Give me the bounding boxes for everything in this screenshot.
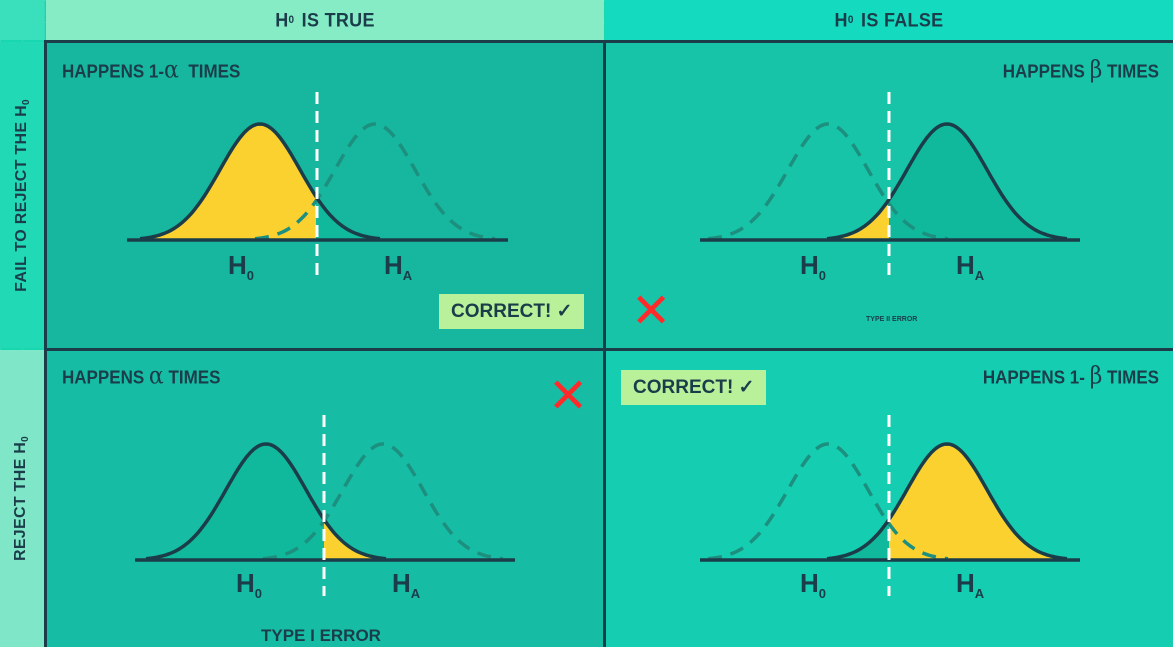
h0-label-bottom-right: H0 xyxy=(800,568,826,601)
happens-suffix: TIMES xyxy=(178,61,241,83)
row-header-fail-to-reject: FAIL TO REJECT THE H0 xyxy=(0,42,44,348)
alpha-symbol: α xyxy=(148,362,164,391)
h-letter: H xyxy=(236,568,255,598)
alpha-symbol: α xyxy=(164,56,179,85)
happens-suffix: TIMES xyxy=(163,367,221,389)
happens-label-bottom-left: HAPPENS α TIMES xyxy=(62,363,220,391)
solid-curve-top-left xyxy=(139,122,381,241)
dashed-curve-top-right xyxy=(707,122,949,241)
h-subscript: 0 xyxy=(818,268,827,284)
yellow-area-top-left xyxy=(140,124,316,240)
column-header-suffix: IS FALSE xyxy=(855,8,944,31)
ha-label-bottom-right: HA xyxy=(956,568,984,601)
ha-label-bottom-left: HA xyxy=(392,568,420,601)
yellow-area-bottom-right xyxy=(889,444,1067,560)
h-subscript: A xyxy=(974,586,985,602)
h-subscript: A xyxy=(410,586,421,602)
solid-curve-top-right xyxy=(826,122,1068,241)
h-letter: H xyxy=(384,250,403,280)
solid-curve-bottom-left xyxy=(145,442,387,561)
happens-prefix: HAPPENS 1- xyxy=(62,61,165,83)
h0-label-top-right: H0 xyxy=(800,250,826,283)
happens-prefix: HAPPENS xyxy=(62,367,149,389)
ha-label-top-right: HA xyxy=(956,250,984,283)
h-subscript: A xyxy=(402,268,413,284)
corner-cell xyxy=(0,0,44,40)
yellow-area-top-right xyxy=(827,199,889,240)
divider-horizontal xyxy=(44,348,1173,351)
correct-badge-top-left: CORRECT! ✓ xyxy=(439,294,585,329)
divider-left xyxy=(44,40,47,647)
teal-area-bottom-left xyxy=(146,444,324,560)
dashed-curve-bottom-right xyxy=(707,442,949,561)
yellow-area-bottom-left xyxy=(324,519,386,560)
happens-prefix: HAPPENS 1- xyxy=(982,367,1090,389)
h-subscript: 0 xyxy=(254,586,263,602)
happens-label-top-right: HAPPENS β TIMES xyxy=(1003,57,1159,85)
h-letter: H xyxy=(228,250,247,280)
column-header-sub: 0 xyxy=(847,14,854,26)
h-letter: H xyxy=(392,568,411,598)
h-letter: H xyxy=(956,250,975,280)
h0-label-top-left: H0 xyxy=(228,250,254,283)
beta-symbol: β xyxy=(1089,362,1103,391)
teal-area-top-left xyxy=(318,199,380,240)
teal-area-top-right xyxy=(889,124,1067,240)
cross-icon-top-right: ✕ xyxy=(631,283,672,339)
column-header-prefix: H xyxy=(275,8,289,31)
teal-area-bottom-right xyxy=(827,519,889,560)
column-header-suffix: IS TRUE xyxy=(296,8,375,31)
solid-curve-bottom-right xyxy=(826,442,1068,561)
h-subscript: 0 xyxy=(818,586,827,602)
happens-label-bottom-right: HAPPENS 1- β TIMES xyxy=(983,363,1159,391)
column-header-sub: 0 xyxy=(288,14,295,26)
h-letter: H xyxy=(800,250,819,280)
ha-label-top-left: HA xyxy=(384,250,412,283)
divider-vertical xyxy=(603,40,606,647)
cross-icon-bottom-left: ✕ xyxy=(548,368,589,424)
happens-label-top-left: HAPPENS 1-α TIMES xyxy=(62,57,240,85)
happens-suffix: TIMES xyxy=(1102,367,1159,389)
dashed-curve-bottom-left xyxy=(262,442,504,561)
h-subscript: 0 xyxy=(246,268,255,284)
dashed-curve-top-left xyxy=(254,122,496,241)
h-letter: H xyxy=(800,568,819,598)
h0-label-bottom-left: H0 xyxy=(236,568,262,601)
column-header-prefix: H xyxy=(834,8,848,31)
happens-prefix: HAPPENS xyxy=(1002,61,1090,83)
beta-symbol: β xyxy=(1089,56,1103,85)
type-ii-error-label: TYPE II ERROR xyxy=(866,316,918,323)
row-header-reject: REJECT THE H0 xyxy=(0,350,44,647)
correct-badge-bottom-right: CORRECT! ✓ xyxy=(621,370,767,405)
divider-top xyxy=(44,40,1173,43)
h-subscript: A xyxy=(974,268,985,284)
happens-suffix: TIMES xyxy=(1102,61,1159,83)
type-i-error-label: TYPE I ERROR xyxy=(261,626,381,645)
h-letter: H xyxy=(956,568,975,598)
